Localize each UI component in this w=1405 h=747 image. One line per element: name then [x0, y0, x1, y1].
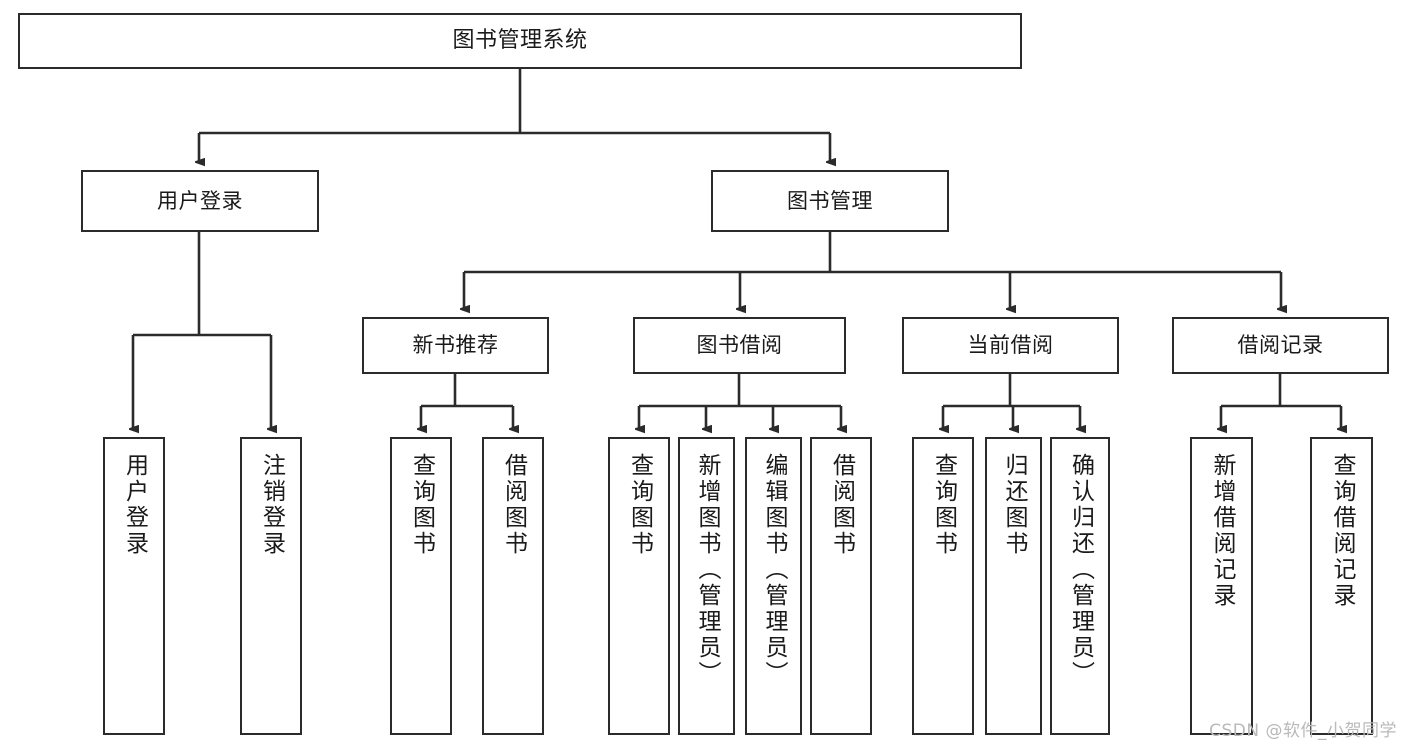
- leaf-logout[interactable]: 注销登录: [240, 437, 302, 735]
- leaf-edit-book-admin-label: 编辑图书（管理员）: [761, 453, 787, 687]
- leaf-query-book-recommend[interactable]: 查询图书: [390, 437, 452, 735]
- node-root[interactable]: 图书管理系统: [18, 13, 1022, 69]
- node-user-login-label: 用户登录: [157, 188, 243, 213]
- leaf-return-book-label: 归还图书: [1001, 453, 1027, 557]
- leaf-query-book-recommend-label: 查询图书: [408, 453, 435, 557]
- leaf-add-book-admin-label: 新增图书（管理员）: [694, 453, 720, 687]
- node-book-management[interactable]: 图书管理: [711, 170, 949, 232]
- watermark: CSDN @软件_小贺同学: [1209, 721, 1397, 741]
- node-book-borrow-label: 图书借阅: [696, 333, 783, 358]
- node-new-book-recommend-label: 新书推荐: [412, 333, 499, 358]
- node-new-book-recommend[interactable]: 新书推荐: [362, 317, 549, 374]
- node-borrow-record[interactable]: 借阅记录: [1172, 317, 1389, 374]
- leaf-logout-label: 注销登录: [258, 453, 285, 557]
- leaf-add-borrow-record-label: 新增借阅记录: [1209, 453, 1235, 609]
- leaf-query-book-current-label: 查询图书: [930, 453, 957, 557]
- node-current-borrow[interactable]: 当前借阅: [902, 317, 1119, 374]
- leaf-query-borrow-record-label: 查询借阅记录: [1329, 453, 1355, 609]
- leaf-query-borrow-record[interactable]: 查询借阅记录: [1310, 437, 1373, 735]
- node-borrow-record-label: 借阅记录: [1237, 333, 1324, 358]
- leaf-add-book-admin[interactable]: 新增图书（管理员）: [678, 437, 735, 735]
- node-user-login[interactable]: 用户登录: [81, 170, 319, 232]
- leaf-add-borrow-record[interactable]: 新增借阅记录: [1190, 437, 1253, 735]
- node-book-management-label: 图书管理: [787, 188, 873, 213]
- leaf-user-login[interactable]: 用户登录: [103, 437, 165, 735]
- leaf-user-login-label: 用户登录: [121, 453, 148, 557]
- leaf-query-book-borrow[interactable]: 查询图书: [608, 437, 670, 735]
- leaf-confirm-return-admin-label: 确认归还（管理员）: [1067, 453, 1094, 687]
- node-root-label: 图书管理系统: [452, 28, 588, 54]
- leaf-borrow-book[interactable]: 借阅图书: [810, 437, 872, 735]
- leaf-confirm-return-admin[interactable]: 确认归还（管理员）: [1050, 437, 1110, 735]
- leaf-return-book[interactable]: 归还图书: [985, 437, 1042, 735]
- leaf-query-book-current[interactable]: 查询图书: [912, 437, 974, 735]
- node-book-borrow[interactable]: 图书借阅: [633, 317, 846, 374]
- leaf-borrow-book-label: 借阅图书: [828, 453, 855, 557]
- leaf-edit-book-admin[interactable]: 编辑图书（管理员）: [745, 437, 802, 735]
- leaf-borrow-book-recommend[interactable]: 借阅图书: [482, 437, 544, 735]
- leaf-query-book-borrow-label: 查询图书: [626, 453, 653, 557]
- leaf-borrow-book-recommend-label: 借阅图书: [500, 453, 527, 557]
- node-current-borrow-label: 当前借阅: [967, 333, 1054, 358]
